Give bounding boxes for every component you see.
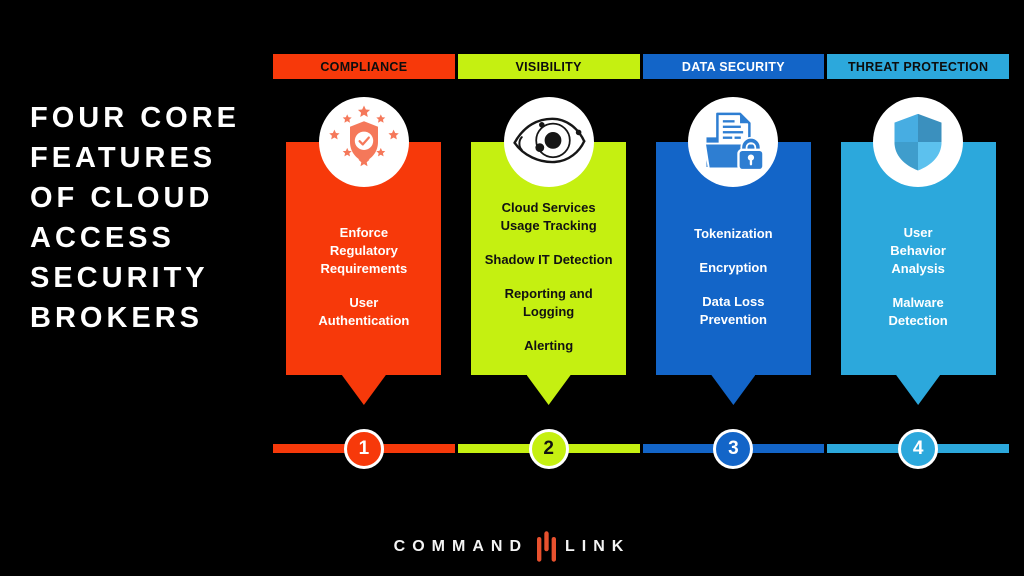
page-title: FOUR CORE FEATURES OF CLOUD ACCESS SECUR… (30, 98, 240, 338)
column-header-threat-protection: THREAT PROTECTION (827, 54, 1009, 79)
threat-protection-items: User Behavior Analysis Malware Detection (841, 187, 996, 375)
visibility-card-wrap: Cloud Services Usage Tracking Shadow IT … (471, 97, 627, 375)
column-header-visibility: VISIBILITY (457, 54, 640, 79)
compliance-card-wrap: Enforce Regulatory Requirements User Aut… (286, 97, 442, 375)
timeline-step-3: 3 (642, 429, 825, 469)
feature-item: Reporting and Logging (504, 286, 593, 319)
timeline-step-1: 1 (273, 429, 455, 469)
feature-item: Alerting (524, 338, 574, 353)
page-title-line: FOUR CORE (30, 102, 240, 134)
page-title-line: FEATURES (30, 142, 217, 174)
locked-folder-icon (688, 97, 779, 187)
data-security-card-wrap: Tokenization Encryption Data Loss Preven… (655, 97, 811, 375)
timeline-step-number: 2 (528, 429, 569, 469)
page-title-line: ACCESS (30, 222, 175, 254)
page-title-line: BROKERS (30, 302, 204, 334)
brand-command-text: COMMAND (393, 537, 528, 555)
column-compliance: COMPLIANCE (273, 54, 455, 375)
timeline: 1 2 3 4 (273, 429, 1009, 469)
feature-item: User Behavior Analysis (890, 225, 946, 276)
feature-item: Malware Detection (888, 295, 948, 328)
brand-logo: COMMAND LINK (0, 531, 1024, 562)
timeline-step-4: 4 (827, 429, 1009, 469)
threat-protection-card-wrap: User Behavior Analysis Malware Detection (840, 97, 996, 375)
feature-item: Enforce Regulatory Requirements (320, 225, 408, 276)
data-security-items: Tokenization Encryption Data Loss Preven… (656, 187, 811, 375)
timeline-step-2: 2 (457, 429, 640, 469)
timeline-step-number: 1 (343, 429, 384, 469)
command-link-mark-icon (537, 531, 556, 562)
feature-item: Tokenization (694, 226, 773, 241)
visibility-items: Cloud Services Usage Tracking Shadow IT … (471, 187, 626, 375)
feature-columns: COMPLIANCE (273, 54, 1009, 375)
timeline-step-number: 3 (713, 429, 754, 469)
data-security-card: Tokenization Encryption Data Loss Preven… (655, 142, 811, 375)
brand-link-text: LINK (565, 537, 631, 555)
eye-icon (503, 97, 594, 187)
column-threat-protection: THREAT PROTECTION (827, 54, 1009, 375)
feature-item: Cloud Services Usage Tracking (500, 200, 597, 233)
column-data-security: DATA SECURITY (642, 54, 825, 375)
feature-item: Data Loss Prevention (699, 294, 767, 327)
column-header-compliance: COMPLIANCE (273, 54, 455, 79)
feature-item: User Authentication (318, 295, 410, 328)
shield-check-stars-icon (318, 97, 409, 187)
feature-item: Shadow IT Detection (484, 252, 613, 267)
feature-item: Encryption (699, 260, 768, 275)
page-title-line: OF CLOUD (30, 182, 214, 214)
column-visibility: VISIBILITY Cloud (457, 54, 640, 375)
column-header-data-security: DATA SECURITY (642, 54, 825, 79)
timeline-step-number: 4 (898, 429, 939, 469)
shield-quadrants-icon (873, 97, 964, 187)
page-title-line: SECURITY (30, 262, 209, 294)
compliance-items: Enforce Regulatory Requirements User Aut… (286, 187, 441, 375)
